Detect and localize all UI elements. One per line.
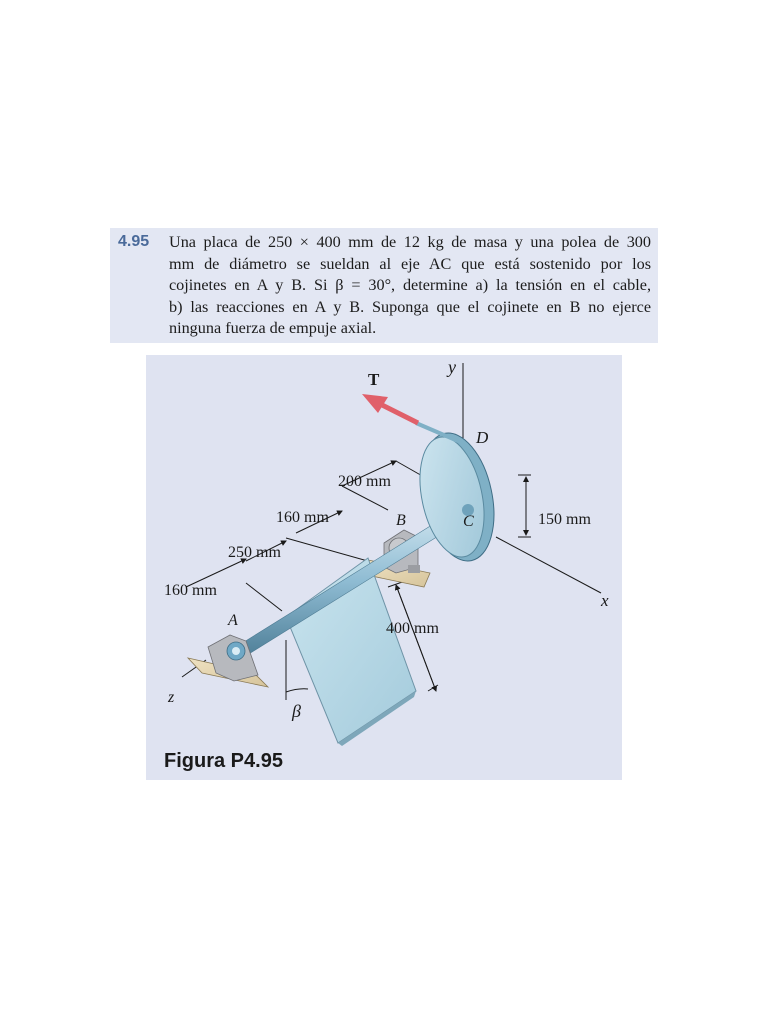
problem-number: 4.95	[118, 233, 150, 250]
y-axis-label: y	[446, 357, 456, 377]
dim-150-label: 150 mm	[538, 511, 591, 528]
problem-line-4: b) las reacciones en A y B. Suponga que …	[169, 297, 651, 316]
point-a-label: A	[227, 612, 238, 629]
dim-160-left-label: 160 mm	[164, 582, 217, 599]
point-b-label: B	[396, 512, 406, 529]
problem-line-2: mm de diámetro se sueldan al eje AC que …	[169, 254, 651, 273]
problem-line-3: cojinetes en A y B. Si β = 30°, determin…	[169, 276, 651, 294]
figure-caption: Figura P4.95	[164, 750, 283, 772]
cable-force	[362, 394, 459, 443]
dimension-lines	[185, 460, 531, 700]
dim-200-label: 200 mm	[338, 473, 391, 490]
problem-statement-box: 4.95 Una placa de 250 × 400 mm de 12 kg …	[110, 228, 658, 343]
angle-beta-label: β	[291, 701, 301, 721]
problem-line-5: ninguna fuerza de empuje axial.	[169, 319, 377, 337]
point-c-label: C	[463, 513, 474, 530]
force-t-label: T	[368, 370, 380, 389]
x-axis-label: x	[600, 591, 609, 610]
x-axis-line	[495, 536, 602, 594]
dim-400-label: 400 mm	[386, 620, 439, 637]
dim-250-label: 250 mm	[228, 544, 281, 561]
point-d-label: D	[475, 428, 489, 447]
figure-panel: T y D 200 mm 160 mm B C 150 mm 250 mm 16…	[146, 355, 622, 780]
dim-160-top-label: 160 mm	[276, 509, 329, 526]
pulley	[419, 432, 495, 562]
problem-line-1: Una placa de 250 × 400 mm de 12 kg de ma…	[169, 233, 651, 251]
bearing-a	[186, 634, 270, 688]
mechanics-diagram: T y D 200 mm 160 mm B C 150 mm 250 mm 16…	[164, 357, 609, 746]
z-axis-label: z	[167, 689, 175, 706]
problem-text: Una placa de 250 × 400 mm de 12 kg de ma…	[169, 232, 651, 340]
